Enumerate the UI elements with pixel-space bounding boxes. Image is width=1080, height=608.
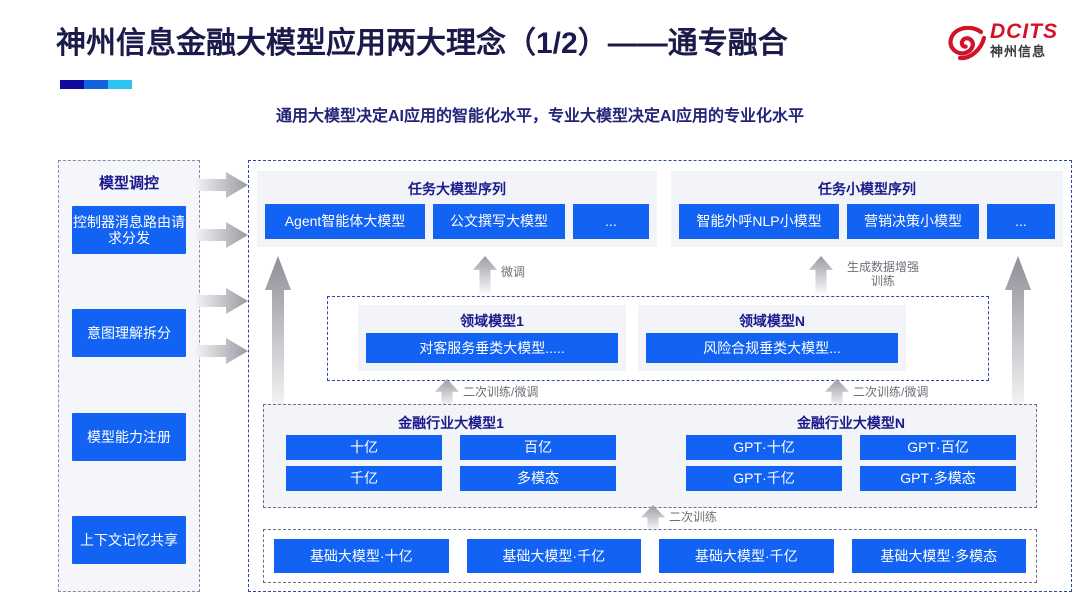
industry-model-n-item-1[interactable]: GPT·百亿 xyxy=(860,435,1016,460)
connector-arrow-right-2 xyxy=(196,222,248,248)
arrow-up-industry1-to-domain1 xyxy=(435,379,459,407)
task-small-model-sequence-title: 任务小模型序列 xyxy=(818,181,916,197)
task-large-model-sequence: 任务大模型序列 Agent智能体大模型 公文撰写大模型 ... xyxy=(257,171,657,247)
base-model-item-0[interactable]: 基础大模型·十亿 xyxy=(274,539,449,573)
base-model-item-3[interactable]: 基础大模型·多模态 xyxy=(851,539,1026,573)
industry-model-1: 金融行业大模型1 十亿 百亿 千亿 多模态 xyxy=(286,411,616,501)
arrow-label-retrain: 二次训练 xyxy=(669,510,718,524)
connector-arrow-right-1 xyxy=(196,172,248,198)
industry-model-1-items: 十亿 百亿 千亿 多模态 xyxy=(286,435,616,491)
domain-model-n-item[interactable]: 风险合规垂类大模型... xyxy=(646,333,898,363)
industry-model-n: 金融行业大模型N GPT·十亿 GPT·百亿 GPT·千亿 GPT·多模态 xyxy=(686,411,1016,501)
industry-model-band: 金融行业大模型1 十亿 百亿 千亿 多模态 金融行业大模型N GPT·十亿 GP… xyxy=(263,404,1037,508)
industry-model-n-item-2[interactable]: GPT·千亿 xyxy=(686,466,842,491)
domain-model-1-item[interactable]: 对客服务垂类大模型..... xyxy=(366,333,618,363)
arrow-label-retrain-finetune-left: 二次训练/微调 xyxy=(463,385,539,399)
domain-model-n-title: 领域模型N xyxy=(738,313,806,329)
industry-model-n-title: 金融行业大模型N xyxy=(796,415,906,431)
arrow-label-data-augment-line1: 生成数据增强 xyxy=(846,260,919,274)
task-model-small-more[interactable]: ... xyxy=(987,204,1055,239)
task-model-more[interactable]: ... xyxy=(573,204,649,239)
domain-model-band: 领域模型1 对客服务垂类大模型..... 领域模型N 风险合规垂类大模型... xyxy=(327,296,989,381)
industry-model-n-item-3[interactable]: GPT·多模态 xyxy=(860,466,1016,491)
arrow-label-data-augment: 生成数据增强 训练 xyxy=(837,260,929,288)
arrow-up-domain1-to-task xyxy=(473,256,497,294)
task-model-agent[interactable]: Agent智能体大模型 xyxy=(265,204,425,239)
connector-arrow-right-3 xyxy=(196,288,248,314)
task-model-outbound-nlp[interactable]: 智能外呼NLP小模型 xyxy=(679,204,839,239)
industry-model-1-title: 金融行业大模型1 xyxy=(398,415,504,431)
task-large-model-items: Agent智能体大模型 公文撰写大模型 ... xyxy=(265,204,649,239)
task-small-model-sequence: 任务小模型序列 智能外呼NLP小模型 营销决策小模型 ... xyxy=(671,171,1063,247)
arrow-up-base-to-industry xyxy=(641,505,665,531)
model-control-sidebar: 模型调控 控制器消息路由请求分发 意图理解拆分 模型能力注册 上下文记忆共享 xyxy=(58,160,200,592)
logo-en-text: DCITS xyxy=(990,20,1058,43)
arrow-up-industryN-to-domainN xyxy=(825,379,849,407)
connector-arrow-right-4 xyxy=(196,338,248,364)
task-large-model-sequence-title: 任务大模型序列 xyxy=(408,181,506,197)
title-underline-rule xyxy=(60,80,132,89)
rule-segment-blue xyxy=(84,80,108,89)
arrow-label-finetune: 微调 xyxy=(501,265,526,279)
base-model-item-2[interactable]: 基础大模型·千亿 xyxy=(659,539,834,573)
arrow-up-domainN-to-task xyxy=(809,256,833,294)
industry-model-1-item-0[interactable]: 十亿 xyxy=(286,435,442,460)
arrow-up-industry-to-task-large xyxy=(265,256,291,416)
domain-model-1-title: 领域模型1 xyxy=(460,313,524,329)
architecture-diagram: 任务大模型序列 Agent智能体大模型 公文撰写大模型 ... 任务小模型序列 … xyxy=(248,160,1072,592)
logo-wordmark: DCITS 神州信息 xyxy=(990,21,1058,60)
dcits-logo: DCITS 神州信息 xyxy=(948,20,1066,72)
logo-cn-text: 神州信息 xyxy=(990,44,1047,59)
page-title: 神州信息金融大模型应用两大理念（1/2）——通专融合 xyxy=(56,27,788,60)
sidebar-item-context-memory[interactable]: 上下文记忆共享 xyxy=(72,516,186,564)
sidebar-item-capability-registry[interactable]: 模型能力注册 xyxy=(72,413,186,461)
industry-model-n-item-0[interactable]: GPT·十亿 xyxy=(686,435,842,460)
sidebar-item-intent-parsing[interactable]: 意图理解拆分 xyxy=(72,309,186,357)
base-model-item-1[interactable]: 基础大模型·千亿 xyxy=(466,539,641,573)
sidebar-item-controller-routing[interactable]: 控制器消息路由请求分发 xyxy=(72,206,186,254)
rule-segment-navy xyxy=(60,80,84,89)
task-model-marketing-decision[interactable]: 营销决策小模型 xyxy=(847,204,979,239)
arrow-label-data-augment-line2: 训练 xyxy=(870,274,895,288)
domain-model-1: 领域模型1 对客服务垂类大模型..... xyxy=(358,305,626,371)
base-model-items: 基础大模型·十亿 基础大模型·千亿 基础大模型·千亿 基础大模型·多模态 xyxy=(274,539,1026,573)
page-subtitle: 通用大模型决定AI应用的智能化水平，专业大模型决定AI应用的专业化水平 xyxy=(275,108,804,125)
industry-model-n-items: GPT·十亿 GPT·百亿 GPT·千亿 GPT·多模态 xyxy=(686,435,1016,491)
industry-model-1-item-3[interactable]: 多模态 xyxy=(460,466,616,491)
domain-model-n: 领域模型N 风险合规垂类大模型... xyxy=(638,305,906,371)
task-small-model-items: 智能外呼NLP小模型 营销决策小模型 ... xyxy=(679,204,1055,239)
sidebar-title: 模型调控 xyxy=(98,175,159,192)
arrow-label-retrain-finetune-right: 二次训练/微调 xyxy=(853,385,929,399)
dcits-swirl-icon xyxy=(948,26,987,61)
task-model-document-writing[interactable]: 公文撰写大模型 xyxy=(433,204,565,239)
industry-model-1-item-1[interactable]: 百亿 xyxy=(460,435,616,460)
rule-segment-cyan xyxy=(108,80,132,89)
base-model-band: 基础大模型·十亿 基础大模型·千亿 基础大模型·千亿 基础大模型·多模态 xyxy=(263,529,1037,583)
arrow-up-industry-to-task-small xyxy=(1005,256,1031,416)
industry-model-1-item-2[interactable]: 千亿 xyxy=(286,466,442,491)
